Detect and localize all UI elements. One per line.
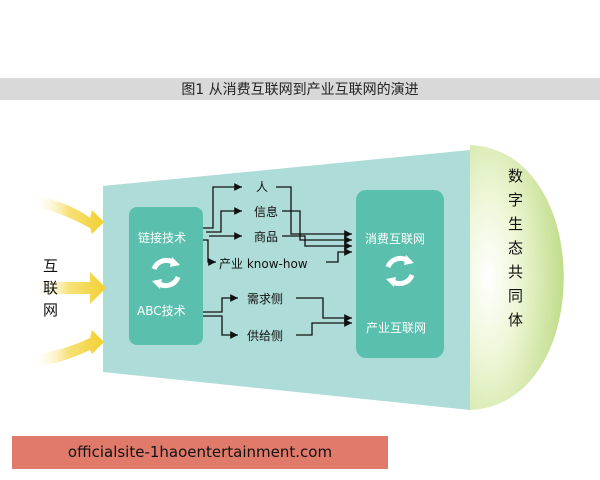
link-tech-label: 链接技术 — [138, 231, 187, 245]
item-knowhow: 产业 know-how — [219, 257, 308, 271]
consumer-internet-label: 消费互联网 — [365, 232, 426, 246]
connectors-left — [203, 183, 242, 339]
cycle-arrows-icon-right — [385, 255, 415, 287]
industrial-internet-label: 产业互联网 — [366, 321, 427, 335]
footer-banner: officialsite-1haoentertainment.com — [12, 436, 388, 469]
item-goods: 商品 — [254, 230, 279, 244]
item-person: 人 — [256, 180, 269, 194]
figure-title: 图1 从消费互联网到产业互联网的演进 — [181, 82, 419, 98]
item-demand: 需求侧 — [247, 292, 284, 306]
internet-arrows — [32, 195, 106, 367]
cycle-arrows-icon-left — [151, 257, 181, 289]
connectors-right — [276, 186, 352, 336]
internet-label: 互联网 — [41, 258, 59, 324]
item-information: 信息 — [254, 205, 279, 219]
footer-link[interactable]: officialsite-1haoentertainment.com — [67, 443, 333, 461]
target-box — [356, 190, 444, 358]
digital-ecosystem-label: 数字生态共同体 — [506, 168, 524, 336]
title-bar — [0, 78, 600, 100]
tech-box — [129, 207, 203, 345]
abc-tech-label: ABC技术 — [137, 304, 186, 318]
item-supply: 供给侧 — [247, 329, 284, 343]
ecosystem-dome — [470, 145, 564, 410]
